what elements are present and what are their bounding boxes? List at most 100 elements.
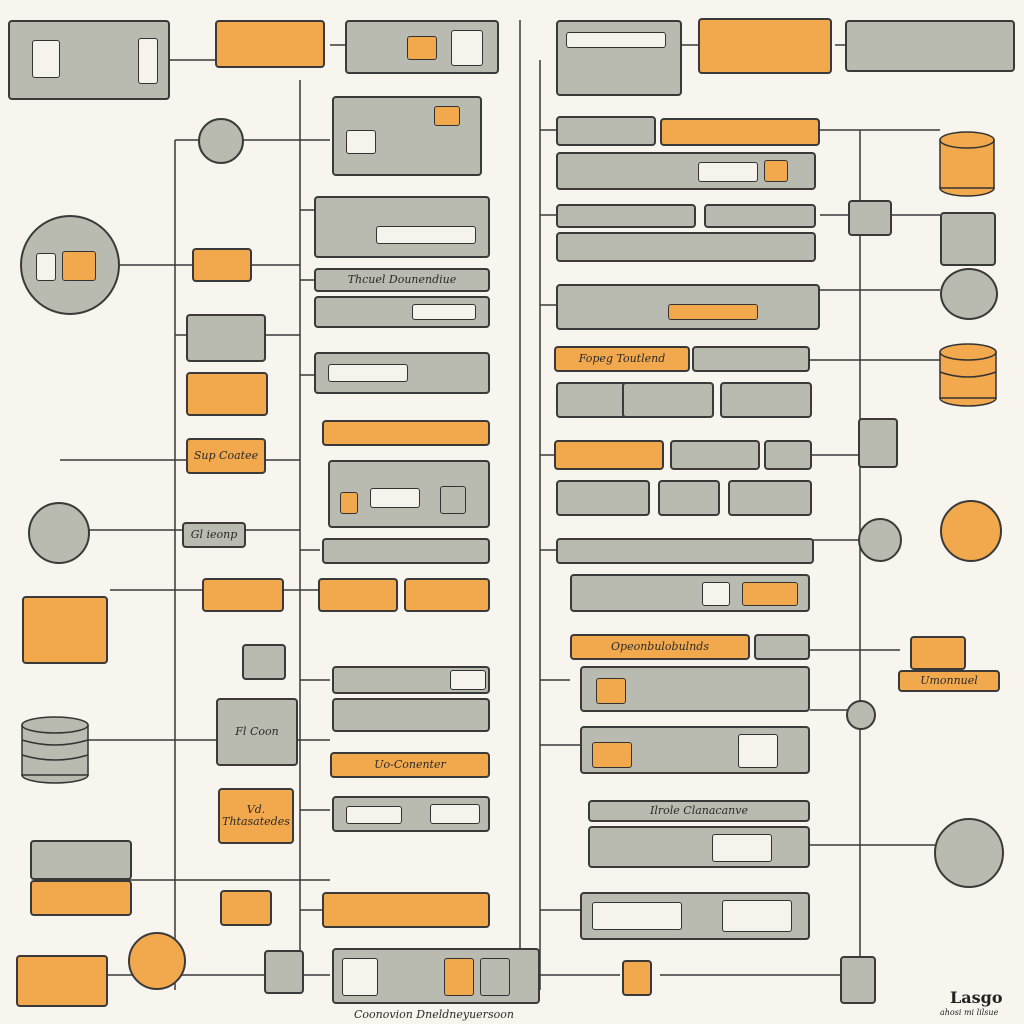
file-icon [444,958,474,996]
input-bar-icon [668,304,758,320]
node-label: Fopeg Toutlend [578,351,666,365]
device-icon [722,900,792,932]
orange-box-left [22,596,108,664]
grey-box-top-left [8,20,170,100]
input-bar-icon [328,364,408,382]
grey-box-left-bottom [30,840,132,880]
package-icon [407,36,437,60]
node-label: Ilrole Clanacanve [650,803,748,817]
orange-file-bottom [622,960,652,996]
document-icon [342,958,378,996]
server-circle [20,215,120,315]
orange-box-mid [202,578,284,612]
node-thtasatedes: Vd. Thtasatedes [218,788,294,844]
grey-box-rc-9 [692,346,810,372]
grey-box-rc-6 [556,232,816,262]
grey-circle-right-2 [858,518,902,562]
node-fopeg: Fopeg Toutlend [554,346,690,372]
grey-box-rc-18 [728,480,812,516]
file-icon [480,958,510,996]
grey-box-center-12 [332,666,490,694]
grey-box-rc-7 [556,284,820,330]
input-bar-icon [346,806,402,824]
device-icon [738,734,778,768]
user-circle-icon [198,118,244,164]
grey-box-rc-19 [556,538,814,564]
footer-caption: Coonovion Dneldneyuersoon [354,1008,514,1021]
grey-box-center-bottom [332,948,540,1004]
grey-box-rc-2 [556,116,656,146]
device-icon [440,486,466,514]
grey-box-rc-5 [704,204,816,228]
grey-box-rc-4 [556,204,696,228]
grey-box-rc-23 [580,666,810,712]
grey-circle-small [846,700,876,730]
file-icon [764,160,788,182]
grey-box-center-6 [314,352,490,394]
node-label: Vd. Thtasatedes [222,802,290,828]
orange-box-rc-2 [660,118,820,146]
package-icon [596,678,626,704]
grey-box-center-3 [314,196,490,258]
orange-box-rc-top [698,18,832,74]
grey-box-top-right [845,20,1015,72]
node-label: Thcuel Dounendiue [347,272,457,286]
grey-box-rc-12 [720,382,812,418]
grey-box-rc-16 [556,480,650,516]
input-bar-icon [412,304,476,320]
grey-box-center-top [345,20,499,74]
input-bar-icon [430,804,480,824]
input-bar-icon [698,162,758,182]
folder-icon [434,106,460,126]
logo-subtitle: ahosi mi lilsue [940,1008,999,1017]
node-thcuel: Thcuel Dounendiue [314,268,490,292]
orange-box-center-7 [322,420,490,446]
grey-box-right-2 [940,212,996,266]
grey-box-center-8 [328,460,490,528]
grey-box-rc-14 [670,440,760,470]
grey-box-rc-15 [764,440,812,470]
grey-box-rc-26 [588,826,810,868]
grey-box-rc-24 [580,726,810,774]
logo: Lasgo [950,988,1003,1007]
grey-box-rc-20 [570,574,810,612]
server-icon [848,200,892,236]
orange-box-right [910,636,966,670]
node-label: Uo-Conenter [374,757,446,771]
screen-icon [346,130,376,154]
grey-box-rc-3 [556,152,816,190]
phone-icon [840,956,876,1004]
input-bar-icon [376,226,476,244]
orange-box-person [192,248,252,282]
grey-box-rc-27 [580,892,810,940]
node-opeonbulobulnds: Opeonbulobulnds [570,634,750,660]
orange-box-rc-13 [554,440,664,470]
input-bar-icon [566,32,666,48]
device-icon [138,38,158,84]
grey-box-rc-top [556,20,682,96]
grey-box-center-2 [332,96,482,176]
orange-box-bottom-left [16,955,108,1007]
package-icon [62,251,96,281]
grey-box-rc-11 [622,382,714,418]
grey-box-mid-left [186,314,266,362]
orange-box-center-16 [322,892,490,928]
orange-circle [128,932,186,990]
node-label: Sup Coatee [193,448,259,462]
node-label: Umonnuel [920,673,978,687]
grey-box-center-9 [322,538,490,564]
node-uo-conenter: Uo-Conenter [330,752,490,778]
document-icon [451,30,483,66]
grey-circle-bottom-right [934,818,1004,888]
document-icon [702,582,730,606]
orange-box-center-10 [318,578,398,612]
grey-box-document [264,950,304,994]
node-label: Fl Coon [235,724,279,738]
screen-icon [450,670,486,690]
grey-box-rc-17 [658,480,720,516]
node-label: Gl ieonp [190,527,238,541]
file-icon [742,582,798,606]
grey-box-rc-22 [754,634,810,660]
grey-small-box [242,644,286,680]
